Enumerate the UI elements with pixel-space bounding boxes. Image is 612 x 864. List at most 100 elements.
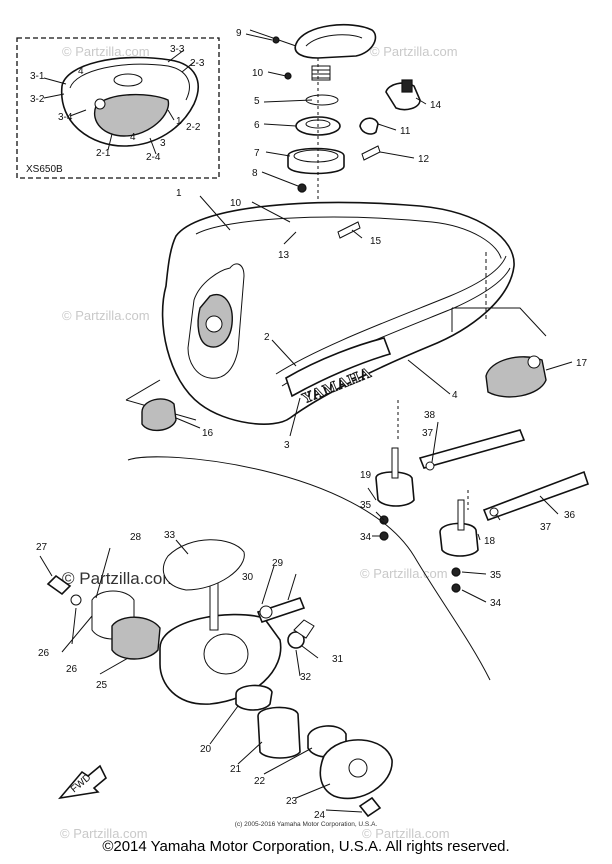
bolt-34 [379,531,389,541]
inset-emblem-screw [94,98,106,110]
fuel-cock-18 [439,522,479,557]
callout-label: 34 [490,598,502,609]
fuel-tank: YAMAHA [125,201,547,425]
watermark: © Partzilla.com [62,569,177,588]
hose-ref-lines [397,400,469,510]
screw-27 [46,574,72,596]
pin-9 [272,36,280,44]
tank-emblem-hole [205,315,223,333]
fuel-cock-19-pipe [391,447,399,479]
lever-21 [257,706,301,759]
cover-25 [111,616,161,660]
watermark: © Partzilla.com [370,44,458,59]
inset-xs650b: 3-1 3-2 3-4 3-3 2-3 4 1 2-2 3 4 2-1 2-4 … [16,37,220,179]
washer-26 [70,594,82,606]
hose-clip-37 [425,461,435,471]
callout-label: 3-1 [30,71,45,82]
callout-leader-lines [39,33,573,813]
fuel-hose-38 [418,429,526,469]
callout-label: 24 [314,810,326,821]
callout-label: 29 [272,558,284,569]
callout-label: 17 [576,358,588,369]
nut-8 [297,183,307,193]
fuel-cap-cover-edge [305,34,363,47]
callout-label: 12 [418,154,430,165]
callout-label: 4 [78,66,84,77]
callout-label: 21 [230,764,242,775]
watermark: © Partzilla.com [62,308,150,323]
tank-top-stripe [195,216,503,263]
bolt-34 [451,583,461,593]
cap-spring-coils [312,69,330,79]
callout-label: 11 [400,126,411,137]
callout-label: 33 [164,530,176,541]
callout-label: 3-3 [170,44,185,55]
fuel-cock-18-pipe [457,499,465,531]
fuel-hose-36 [482,470,590,522]
watermark: © Partzilla.com [360,566,448,581]
callout-label: 22 [254,776,266,787]
watermark: © Partzilla.com [60,826,148,841]
washer-35 [451,567,461,577]
inset-filler-opening [113,73,143,87]
small-copyright: (c) 2005-2016 Yamaha Motor Corporation, … [235,821,378,828]
callout-label: 27 [36,542,48,553]
callout-label: 14 [430,100,442,111]
cap-lock-parts [359,79,421,161]
inset-model-label: XS650B [26,164,63,175]
callout-label: 10 [252,68,264,79]
detail-view-boundary [127,456,491,681]
callout-label: 1 [176,116,182,127]
callout-label: 7 [254,148,260,159]
callout-label: 15 [370,236,382,247]
fwd-arrow: FWD [57,764,107,800]
callout-label: 28 [130,532,142,543]
callout-label: 6 [254,120,260,131]
callout-label: 5 [254,96,260,107]
callout-label: 37 [540,522,552,533]
filter-ring-33 [163,539,245,591]
fuel-cock-detail [46,539,393,818]
cap-seal-top [293,149,339,163]
watermark: © Partzilla.com [362,826,450,841]
lock-plate-11 [359,117,379,135]
callout-label: 35 [360,500,372,511]
callout-label: 37 [422,428,434,439]
callout-label: 2-2 [186,122,201,133]
callout-label: 25 [96,680,108,691]
fuel-cock-body-port [203,633,249,675]
bolt-31 [293,619,315,639]
callout-label: 34 [360,532,372,543]
callout-label: 35 [490,570,502,581]
callouts: 9 10 5 6 7 8 10 1 13 15 14 11 12 2 3 4 1… [36,28,588,821]
callout-label: 8 [252,168,258,179]
lock-key-14 [401,79,413,93]
bolt-15 [337,221,361,239]
tank-shell-1 [161,201,515,425]
callout-label: 3 [160,138,166,149]
callout-label: 1 [176,188,182,199]
screw-24 [358,796,382,818]
callout-label: 31 [332,654,344,665]
callout-label: 13 [278,250,290,261]
callout-label: 26 [66,664,78,675]
callout-label: 3-2 [30,94,45,105]
callout-label: 9 [236,28,242,39]
callout-label: 4 [452,390,458,401]
inset-leader-lines [43,49,195,155]
tank-mount-parts [141,221,547,431]
fuel-cap-hinge-pin [249,29,297,47]
callout-label: 4 [130,132,136,143]
callout-label: 18 [484,536,496,547]
fuel-hoses [397,400,590,522]
tank-damper-16 [141,398,177,431]
fwd-arrow-icon [57,764,107,800]
callout-label: 2 [264,332,270,343]
mount-bracket-ref [451,307,547,337]
cover-23-hole [348,758,368,778]
callout-label: 38 [424,410,436,421]
callout-label: 10 [230,198,242,209]
tank-side-stripe-upper [275,255,507,375]
washer-30 [259,605,273,619]
